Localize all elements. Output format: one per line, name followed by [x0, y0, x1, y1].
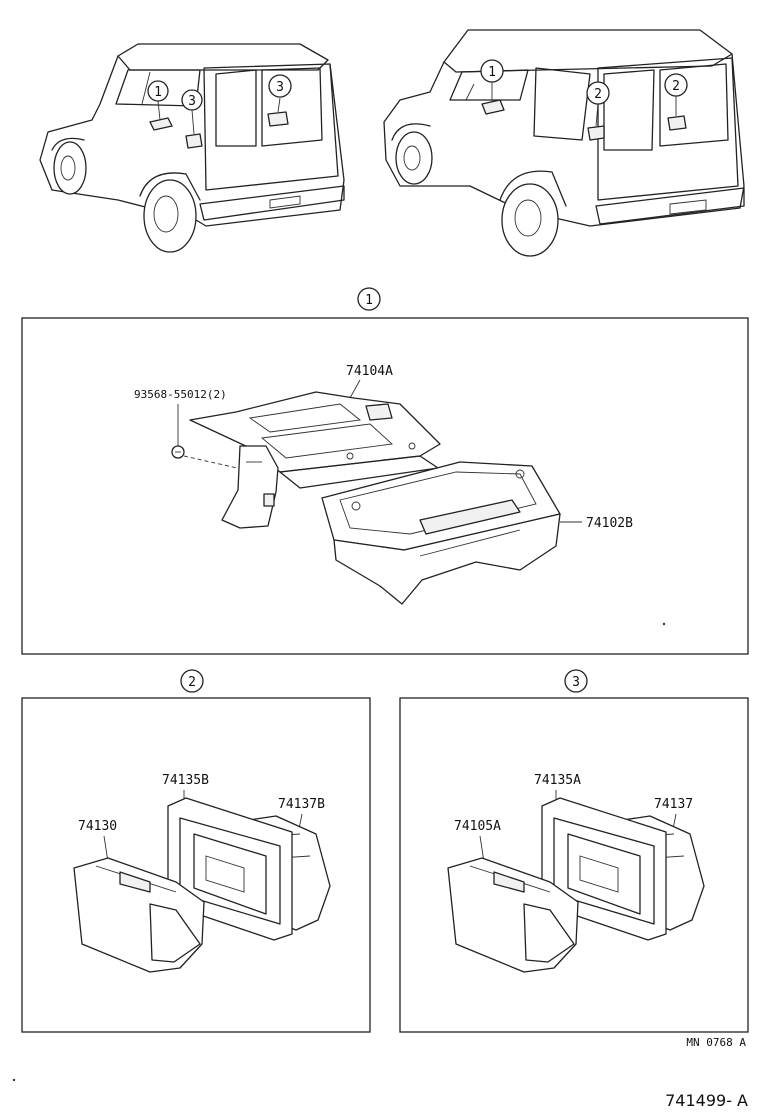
part-74105A: 74105A	[454, 819, 501, 834]
ashtray-74105A	[447, 857, 579, 973]
ashtray-74130	[73, 857, 205, 973]
part-74104A: 74104A	[346, 364, 393, 379]
vehicle-long-body: 1 2 2	[383, 29, 745, 257]
section-3-frame	[399, 697, 749, 1033]
callout-3a-short: 3	[188, 94, 196, 109]
section-2: 2 74130 74135B 74137B	[21, 669, 371, 1033]
frame-74135B	[167, 797, 293, 941]
drawing-code: MN 0768 A	[686, 1036, 746, 1049]
section-3-marker: 3	[572, 675, 580, 690]
part-74130: 74130	[78, 819, 117, 834]
part-74137: 74137	[654, 797, 693, 812]
vehicle-short-body: 1 3 3	[39, 43, 345, 253]
callout-2a-long: 2	[594, 87, 602, 102]
section-1-marker: 1	[365, 293, 373, 308]
bracket-74104A	[189, 391, 441, 529]
callout-3b-short: 3	[276, 80, 284, 95]
part-74135A: 74135A	[534, 773, 581, 788]
catalog-number: 741499- A	[665, 1091, 748, 1110]
callout-1-short: 1	[154, 85, 162, 100]
tray-74102B	[321, 461, 561, 605]
section-1-frame	[21, 317, 749, 655]
section-2-frame	[21, 697, 371, 1033]
fastener-screw	[171, 445, 247, 471]
section-3: 3 74105A 74135A 74137	[399, 669, 749, 1033]
section-1: 1 93568-55012(2) 74104A 74102B	[21, 287, 749, 655]
callout-2b-long: 2	[672, 79, 680, 94]
frame-74135A	[541, 797, 667, 941]
part-74102B: 74102B	[586, 516, 633, 531]
part-74137B: 74137B	[278, 797, 325, 812]
part-74135B: 74135B	[162, 773, 209, 788]
part-93568-55012: 93568-55012(2)	[134, 388, 227, 401]
callout-1-long: 1	[488, 65, 496, 80]
section-2-marker: 2	[188, 675, 196, 690]
